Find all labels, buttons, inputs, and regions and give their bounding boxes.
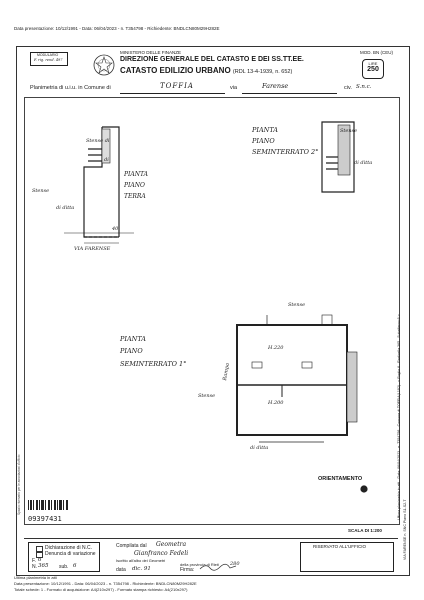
sub-label: sub. [59,564,69,570]
footer-area [24,538,398,575]
planimetria-label: Planimetria di u.i.u. in Comune di [30,85,111,91]
denuncia-label: Denuncia di variazione [45,551,96,557]
mod-code: MOD. BN (CEU) [360,50,393,55]
republic-emblem-icon [93,54,115,76]
pianta-semint2-label: PIANTA PIANO SEMINTERRATO 2° [252,125,318,158]
scala-label: SCALA DI 1:200 [348,528,382,533]
modulario-label: MODULARIO [37,53,59,57]
stair-label-1: Stense di [86,138,110,144]
bottom-line-2: Data presentazione: 10/12/1991 - Data: 0… [14,581,197,586]
data-label: data [116,567,126,573]
foglio-value: 6 [38,557,42,563]
stair-label-1b: di [104,157,109,163]
modulario-code: F. rig. rend. 497 [34,58,63,62]
pianta-terra-line-2: PIANO [124,181,145,189]
provincia-label: della provincia di Rieti [180,562,219,567]
compilata-value: Geometra [156,541,187,548]
pianta-semint1-line-1: PIANTA [120,335,146,343]
lire-value: 250 [367,66,379,73]
stense-left: Stense [32,188,50,194]
height-200: H.200 [268,400,284,406]
declaration-box: Dichiarazione di N.C. Denuncia di variaz… [28,542,100,572]
lire-box: LIRE 250 [362,59,384,79]
lire-label: LIRE [368,61,378,66]
barcode-area: 09397431 [28,497,70,523]
comune-underline [120,93,225,94]
riservato-label: RISERVATO ALL'UFFICIO [313,544,367,549]
header-request-info: Data presentazione: 10/12/1991 - Data: 0… [14,26,220,31]
iscritto-label: Iscritto all'albo dei Geometri [116,558,166,563]
pianta-semint2-line-2: PIANO [252,137,275,146]
sub-value: 6 [73,563,77,569]
particella-value: 365 [38,563,49,569]
ministry-label: MINISTERO DELLE FINANZE [120,50,182,55]
catasto-title-text: CATASTO EDILIZIO URBANO [120,66,231,75]
pianta-terra-label: PIANTA PIANO TERRA [124,170,148,202]
directorate-label: DIREZIONE GENERALE DEL CATASTO E DEI SS.… [120,56,304,63]
foglio-label: F. [32,558,36,564]
dichiarazione-label: Dichiarazione di N.C. [45,545,92,551]
denuncia-checkbox [36,552,43,558]
pianta-semint1-line-2: PIANO [120,347,143,356]
stense-lower: Stense [198,393,216,399]
barcode-number: 09397431 [28,515,62,523]
firma-label: Firma: [180,567,195,573]
pianta-semint1-line-3: SEMINTERRATO 1° [120,359,187,368]
side-address-text: VIA FARENSE n. SNC Piano S1-S2-T [403,499,407,560]
compiler-name: Gianfranco Fedeli [134,550,189,557]
floor-plan-drawing [64,121,368,493]
num-label: N. [32,564,37,570]
di-ditta-right: di ditta [354,160,373,166]
stense-center: Stense [288,302,306,308]
di-ditta-left: di ditta [56,205,75,211]
riservato-box: RISERVATO ALL'UFFICIO [300,542,394,572]
modulario-box: MODULARIO F. rig. rend. 497 [30,52,68,66]
albo-number: 280 [230,561,240,567]
catasto-title: CATASTO EDILIZIO URBANO (RDL 13-4-1939, … [120,66,292,75]
pianta-semint1-label: PIANTA PIANO SEMINTERRATO 1° [120,333,186,370]
pianta-semint2-line-1: PIANTA [252,126,278,134]
barcode-icon [28,500,68,510]
drawing-frame [24,97,400,525]
side-record-text: Ultima planimetria in atti - Data: 06/04… [397,314,401,520]
height-220: H.220 [268,345,284,351]
civ-label: civ. [344,85,352,91]
stense-right: Stense [340,128,358,134]
via-label: via [230,85,238,91]
bottom-line-1: Ultima planimetria in atti [14,575,57,580]
orientamento-label: ORIENTAMENTO [318,476,363,482]
pianta-semint2-line-3: SEMINTERRATO 2° [252,148,319,157]
pianta-terra-line-3: TERRA [124,192,146,200]
compilata-label: Compilata dal [116,543,147,549]
law-reference: (RDL 13-4-1939, n. 652) [232,69,293,75]
signature-icon [199,563,237,571]
dimension-40: 40 [112,226,119,232]
via-underline [242,93,337,94]
civ-value: S.n.c. [356,84,372,90]
dichiarazione-checkbox [36,546,43,552]
left-side-note: Spazio riservato per le annotazioni d'uf… [17,454,21,515]
bottom-line-3: Totale schede: 1 - Formato di acquisizio… [14,587,188,592]
data-value: dic. 91 [132,566,151,572]
via-farense-label: VIA FARENSE [74,246,111,252]
via-value: Farense [262,82,289,90]
pianta-terra-line-1: PIANTA [124,171,148,178]
sheet-frame [16,46,410,576]
comune-value: TOFFIA [160,82,194,90]
di-ditta-lower: di ditta [250,445,269,451]
